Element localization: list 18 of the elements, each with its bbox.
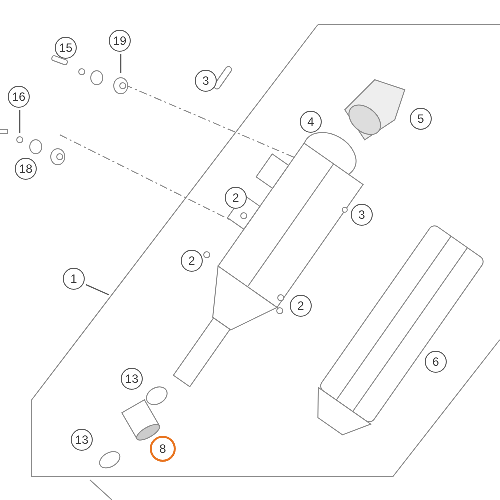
callout-number: 13 bbox=[121, 368, 143, 390]
leader-line bbox=[120, 54, 122, 73]
callout-number: 3 bbox=[351, 204, 373, 226]
callout-number: 13 bbox=[71, 429, 93, 451]
callout-number: 2 bbox=[181, 250, 203, 272]
leader-line bbox=[86, 284, 110, 296]
callout-number: 6 bbox=[425, 351, 447, 373]
callout-number: 2 bbox=[290, 295, 312, 317]
callout-number: 18 bbox=[15, 158, 37, 180]
callout-number: 2 bbox=[225, 187, 247, 209]
callout-number: 5 bbox=[410, 108, 432, 130]
callout-number: 3 bbox=[195, 70, 217, 92]
callout-number: 8 bbox=[150, 436, 176, 462]
callout-number: 1 bbox=[63, 268, 85, 290]
callout-number: 4 bbox=[300, 111, 322, 133]
leader-line bbox=[19, 110, 21, 133]
callout-number: 19 bbox=[109, 30, 131, 52]
callout-number: 16 bbox=[8, 86, 30, 108]
